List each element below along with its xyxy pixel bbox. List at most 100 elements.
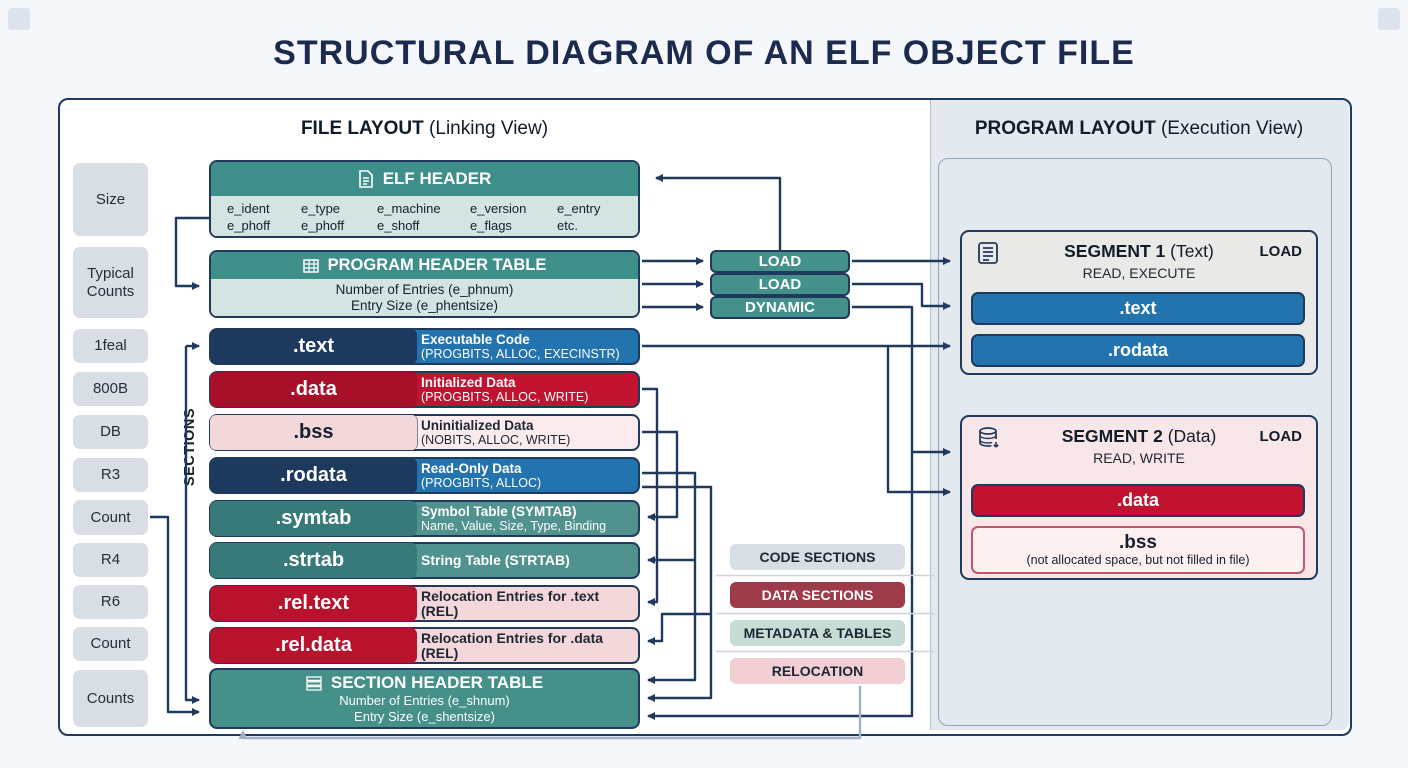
document-icon — [358, 170, 373, 188]
section-name-rel-data: .rel.data — [210, 628, 417, 663]
sidebar-chip-r4: R4 — [73, 543, 148, 577]
segment2-title-bold: SEGMENT 2 — [1061, 426, 1163, 446]
stack-icon — [306, 675, 322, 691]
sht-title-row: SECTION HEADER TABLE — [306, 673, 543, 693]
section-desc: (PROGBITS, ALLOC, WRITE) — [421, 390, 589, 404]
segment2-load-tag: LOAD — [1259, 428, 1303, 445]
elf-header-title: ELF HEADER — [382, 169, 492, 188]
section-name-bss: .bss — [210, 415, 418, 450]
sht-entry-size: Entry Size (e_shentsize) — [354, 708, 495, 724]
file-layout-heading-rest: (Linking View) — [423, 118, 549, 139]
sidebar-chip-count-2: Count — [73, 627, 148, 661]
database-icon — [976, 426, 1002, 457]
field-e-phoff-2: e_phoff — [301, 217, 345, 233]
section-row-rel-text: .rel.text Relocation Entries for .text (… — [209, 585, 640, 622]
segment1-text-bar: .text — [971, 292, 1305, 325]
section-desc-bold: String Table (STRTAB) — [421, 552, 570, 568]
section-name-symtab: .symtab — [210, 501, 417, 536]
section-name-rodata: .rodata — [210, 458, 417, 493]
section-name-text: .text — [210, 329, 417, 364]
segment1-title-rest: (Text) — [1165, 241, 1214, 261]
sidebar-chip-size: Size — [73, 163, 148, 236]
segment1-box: SEGMENT 1 (Text) LOAD READ, EXECUTE .tex… — [960, 230, 1318, 375]
page-title: STRUCTURAL DIAGRAM OF AN ELF OBJECT FILE — [273, 34, 1135, 72]
section-desc-bold: Read-Only Data — [421, 461, 522, 476]
segment2-bss-note: (not allocated space, but not filled in … — [1026, 553, 1250, 567]
program-layout-heading-rest: (Execution View) — [1155, 118, 1304, 139]
segment-type-dynamic: DYNAMIC — [710, 296, 850, 319]
pht-title-row: PROGRAM HEADER TABLE — [211, 252, 638, 279]
sidebar-chip-800b: 800B — [73, 372, 148, 406]
legend-code-sections: CODE SECTIONS — [730, 544, 905, 570]
document-lines-icon — [976, 241, 1000, 270]
segment2-title-rest: (Data) — [1162, 426, 1217, 446]
segment1-title: SEGMENT 1 (Text) — [962, 241, 1316, 262]
pht-title: PROGRAM HEADER TABLE — [327, 256, 547, 274]
program-layout-heading: PROGRAM LAYOUT (Execution View) — [930, 118, 1348, 140]
sht-entries: Number of Entries (e_shnum) — [339, 693, 510, 708]
corner-decor-left — [8, 8, 30, 30]
program-layout-heading-bold: PROGRAM LAYOUT — [974, 118, 1156, 139]
sidebar-chip-1feal: 1feal — [73, 329, 148, 363]
section-row-rodata: .rodata Read-Only Data(PROGBITS, ALLOC) — [209, 457, 640, 494]
field-e-machine: e_machine — [377, 201, 441, 216]
field-e-flags: e_flags — [470, 217, 512, 233]
sidebar-chip-counts: Counts — [73, 670, 148, 727]
field-e-ident: e_ident — [227, 201, 270, 216]
section-row-rel-data: .rel.data Relocation Entries for .data (… — [209, 627, 640, 664]
section-name-data: .data — [210, 372, 417, 407]
section-row-text: .text Executable Code(PROGBITS, ALLOC, E… — [209, 328, 640, 365]
legend-relocation: RELOCATION — [730, 658, 905, 684]
segment1-load-tag: LOAD — [1259, 243, 1303, 260]
section-desc-bold: Uninitialized Data — [421, 418, 534, 433]
pht-body: Number of Entries (e_phnum) Entry Size (… — [211, 279, 638, 316]
sidebar-chip-typical-counts: Typical Counts — [73, 247, 148, 318]
field-e-shoff: e_shoff — [377, 217, 420, 233]
segment1-perms: READ, EXECUTE — [1082, 265, 1196, 281]
legend-data-sections: DATA SECTIONS — [730, 582, 905, 608]
sht-title: SECTION HEADER TABLE — [330, 673, 544, 692]
pht-entry-size: Entry Size (e_phentsize) — [350, 298, 499, 313]
segment-type-load-1: LOAD — [710, 250, 850, 273]
section-row-strtab: .strtab String Table (STRTAB) — [209, 542, 640, 579]
segment2-title: SEGMENT 2 (Data) — [962, 426, 1316, 447]
section-desc-bold: Symbol Table (SYMTAB) — [421, 504, 577, 519]
field-e-version: e_version — [470, 201, 527, 216]
section-desc-bold: Relocation Entries for .data (REL) — [421, 629, 604, 661]
segment1-title-bold: SEGMENT 1 — [1064, 241, 1166, 261]
section-row-symtab: .symtab Symbol Table (SYMTAB)Name, Value… — [209, 500, 640, 537]
section-desc: (PROGBITS, ALLOC) — [421, 476, 542, 490]
field-e-phoff-1: e_phoff — [227, 217, 271, 233]
sidebar-chip-r3: R3 — [73, 458, 148, 492]
section-desc: Name, Value, Size, Type, Binding — [421, 519, 607, 533]
segment2-data-bar: .data — [971, 484, 1305, 517]
segment2-bss-box: .bss (not allocated space, but not fille… — [971, 526, 1305, 574]
segment1-rodata-bar: .rodata — [971, 334, 1305, 367]
sidebar-chip-count-1: Count — [73, 500, 148, 535]
segment2-bss-title: .bss — [1118, 532, 1158, 553]
elf-header-title-row: ELF HEADER — [211, 162, 638, 196]
segment2-box: SEGMENT 2 (Data) LOAD READ, WRITE .data … — [960, 415, 1318, 580]
field-e-type: e_type — [301, 201, 341, 216]
section-name-rel-text: .rel.text — [210, 586, 417, 621]
segment-type-load-2: LOAD — [710, 273, 850, 296]
section-header-table-box: SECTION HEADER TABLE Number of Entries (… — [209, 668, 640, 729]
field-etc: etc. — [557, 217, 578, 233]
sidebar-chip-db: DB — [73, 415, 148, 449]
program-header-table-box: PROGRAM HEADER TABLE Number of Entries (… — [209, 250, 640, 318]
section-row-bss: .bss Uninitialized Data(NOBITS, ALLOC, W… — [209, 414, 640, 451]
file-layout-heading-bold: FILE LAYOUT — [300, 118, 424, 139]
legend-metadata-tables: METADATA & TABLES — [730, 620, 905, 646]
table-icon — [302, 258, 319, 273]
corner-decor-right — [1378, 8, 1400, 30]
section-row-data: .data Initialized Data(PROGBITS, ALLOC, … — [209, 371, 640, 408]
section-name-strtab: .strtab — [210, 543, 417, 578]
section-desc-bold: Relocation Entries for .text (REL) — [421, 587, 600, 619]
sidebar-chip-r6: R6 — [73, 585, 148, 619]
pht-entries: Number of Entries (e_phnum) — [335, 282, 514, 297]
section-desc: (PROGBITS, ALLOC, EXECINSTR) — [421, 347, 620, 361]
